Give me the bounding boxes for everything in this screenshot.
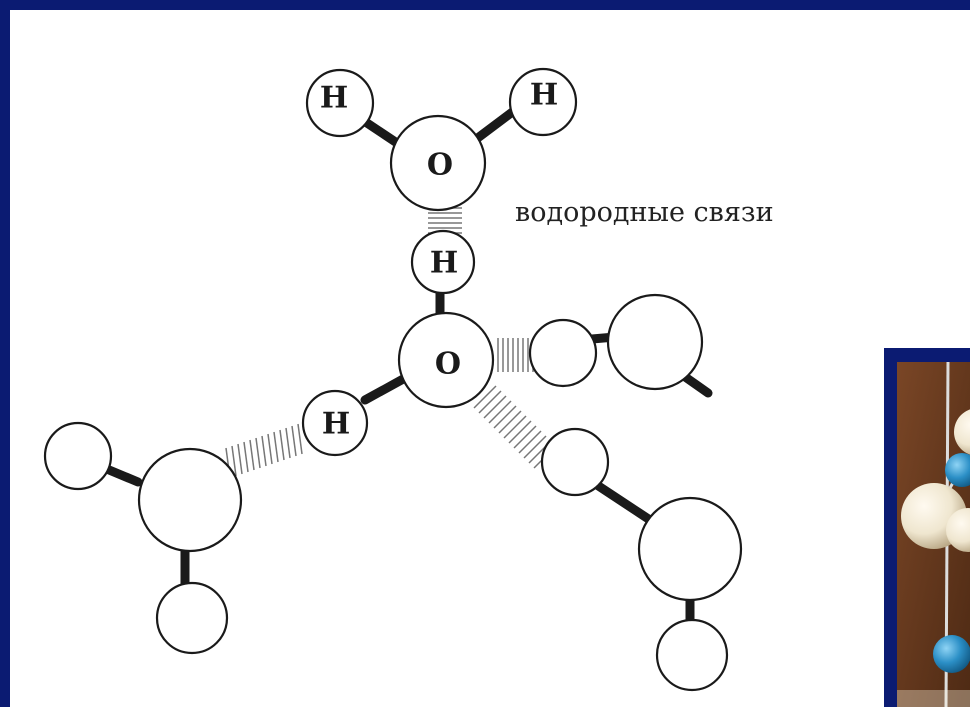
atom-hydrogen [655, 618, 729, 692]
atom-oxygen [397, 311, 495, 409]
model-ball-cream [946, 508, 970, 552]
atom-hydrogen [43, 421, 113, 491]
molecule-top: H H O [305, 67, 578, 212]
model-ball-blue [945, 453, 970, 487]
atom-oxygen [637, 496, 743, 602]
hbond-left [225, 423, 303, 479]
atom-label-h: H [320, 81, 348, 116]
molecule-right [528, 293, 704, 391]
atom-hydrogen [155, 581, 229, 655]
atom-label-h: H [322, 407, 350, 442]
atom-hydrogen [301, 389, 369, 457]
atom-oxygen [137, 447, 243, 553]
atom-label-h: H [530, 78, 558, 113]
atom-hydrogen [305, 68, 375, 138]
atom-label-o: O [435, 347, 461, 382]
model-ball-cream [954, 409, 970, 455]
hydrogen-bonds [225, 192, 557, 479]
model-photo-inset [884, 348, 970, 707]
molecule-left [43, 421, 243, 655]
molecule-center: H O H [301, 229, 495, 457]
molecule-lower-right [540, 427, 743, 692]
photo-glare [897, 690, 970, 707]
atom-oxygen [606, 293, 704, 391]
hydrogen-bonds-caption: водородные связи [515, 197, 774, 228]
atom-hydrogen [410, 229, 476, 295]
atom-label-o: O [427, 148, 453, 183]
atom-hydrogen [508, 67, 578, 137]
atom-oxygen [389, 114, 487, 212]
atom-hydrogen [540, 427, 610, 497]
atom-label-h: H [430, 246, 458, 281]
atom-hydrogen [528, 318, 598, 388]
model-ball-blue [933, 635, 970, 673]
